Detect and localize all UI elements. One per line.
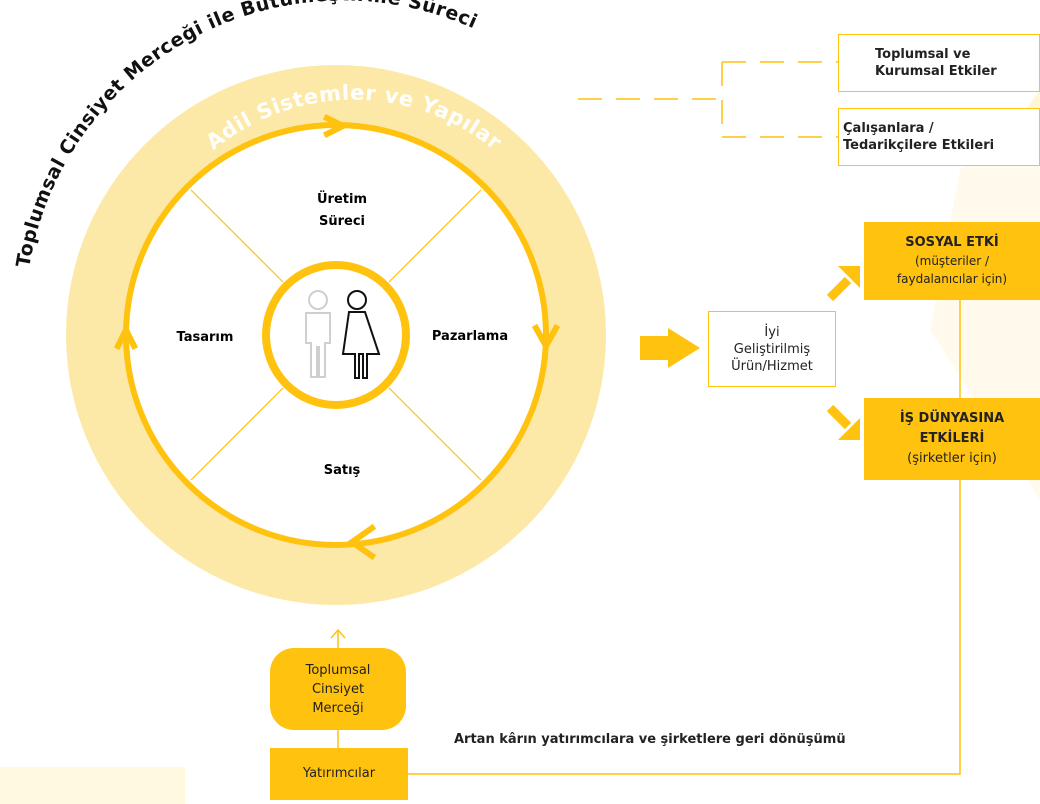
arrow-bottom [346, 523, 377, 561]
cycle-label-top-1: Üretim [317, 191, 367, 207]
gender-lens-line-1: Toplumsal [305, 662, 371, 678]
employee-supplier-line-2: Tedarikçilere Etkileri [843, 138, 995, 153]
business-impact-sub: (şirketler için) [907, 451, 997, 466]
cycle-label-bottom: Satış [324, 463, 361, 478]
business-impact-title-1: İŞ DÜNYASINA [899, 411, 1005, 426]
business-impact-title-2: ETKİLERİ [919, 431, 985, 446]
product-box: İyi Geliştirilmiş Ürün/Hizmet [708, 311, 836, 387]
investors-box: Yatırımcılar [270, 748, 408, 800]
product-line-1: İyi [764, 324, 780, 340]
inner-circle [262, 261, 410, 409]
return-label: Artan kârın yatırımcılara ve şirketlere … [454, 732, 846, 747]
bg-faint-corner [0, 767, 185, 804]
cycle-arrows [113, 113, 561, 561]
social-impact-sub-1: (müşteriler / [914, 254, 990, 268]
gender-lens-line-2: Cinsiyet [311, 681, 365, 697]
big-arrow-to-product [640, 328, 700, 368]
employee-supplier-line-1: Çalışanlara / [843, 121, 934, 136]
diag-arrow-down [826, 404, 860, 440]
institutional-impact-line-1: Toplumsal ve [875, 47, 971, 62]
woman-icon [341, 290, 381, 379]
business-impact-box: İŞ DÜNYASINA ETKİLERİ (şirketler için) [864, 398, 1040, 480]
gender-lens-line-3: Merceği [312, 700, 364, 716]
investors-label: Yatırımcılar [302, 766, 376, 781]
employee-supplier-impact-box: Çalışanlara / Tedarikçilere Etkileri [838, 108, 1040, 166]
diag-arrow-up [826, 266, 860, 302]
dashed-connector [578, 61, 838, 138]
arrow-right [531, 323, 561, 353]
cycle-label-top-2: Süreci [319, 214, 365, 229]
institutional-impact-box: Toplumsal ve Kurumsal Etkiler [838, 34, 1040, 92]
man-icon [305, 290, 331, 378]
gender-lens-box: Toplumsal Cinsiyet Merceği [270, 648, 406, 730]
return-line [408, 300, 961, 775]
cycle-label-left: Tasarım [177, 330, 234, 345]
institutional-impact-line-2: Kurumsal Etkiler [875, 64, 997, 79]
product-line-2: Geliştirilmiş [733, 341, 811, 357]
social-impact-title: SOSYAL ETKİ [905, 235, 999, 250]
lens-up-arrow [330, 628, 346, 648]
arrow-top [322, 113, 350, 139]
cycle-label-right: Pazarlama [432, 329, 508, 344]
arrow-left [113, 323, 139, 351]
social-impact-sub-2: faydalanıcılar için) [896, 272, 1008, 286]
social-impact-box: SOSYAL ETKİ (müşteriler / faydalanıcılar… [864, 222, 1040, 300]
spokes [190, 189, 482, 481]
product-line-3: Ürün/Hizmet [731, 358, 813, 374]
